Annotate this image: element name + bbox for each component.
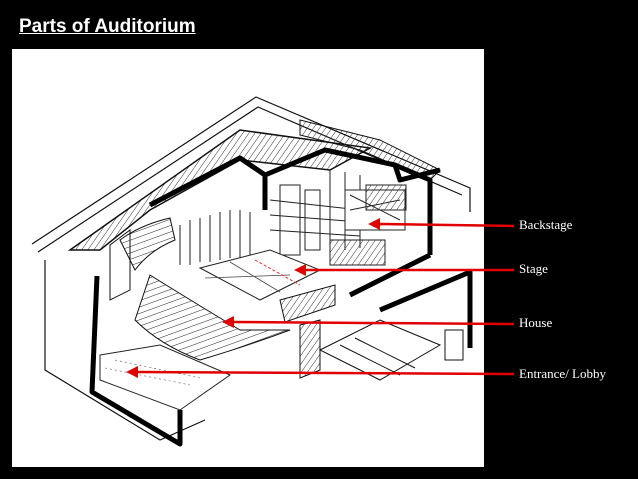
arrow-backstage [368,218,515,230]
callout-arrows [126,218,515,378]
lobby-floor [99,344,232,411]
arrow-entrance [126,366,515,378]
house-seating [134,274,291,361]
arrow-house [222,316,515,328]
proscenium-columns [179,210,251,265]
balcony-seating [119,217,176,271]
arrow-stage [294,264,514,276]
entrance-area [318,319,464,381]
stage-floor [198,249,322,301]
slide-title: Parts of Auditorium [19,16,196,37]
stage-tower [269,170,407,266]
front-structure [279,284,336,379]
thick-walls [89,147,473,447]
